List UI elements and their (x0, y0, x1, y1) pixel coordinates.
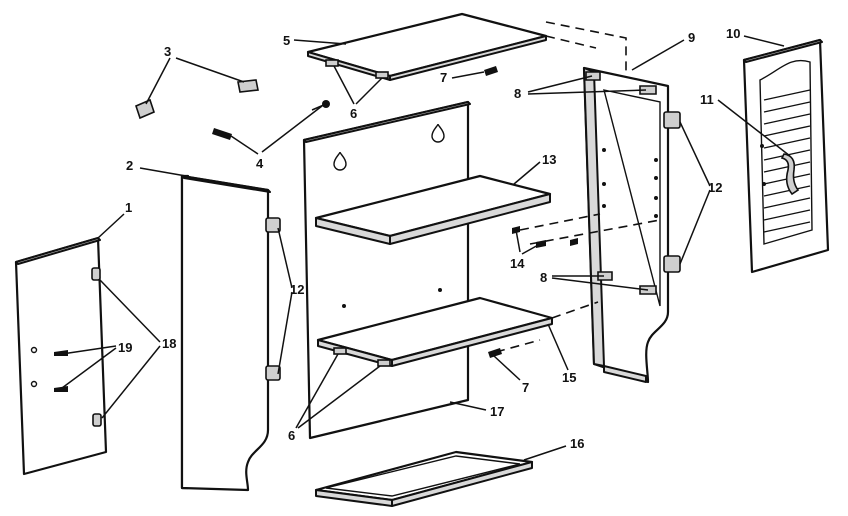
part-top-panel (306, 12, 548, 81)
guide-7b (495, 339, 541, 353)
callout-18: 18 (162, 336, 176, 351)
guide-14b (529, 219, 661, 245)
callout-3: 3 (164, 44, 171, 59)
callout-16: 16 (570, 436, 584, 451)
callout-15: 15 (562, 370, 576, 385)
callout-12-right: 12 (708, 180, 722, 195)
callout-5: 5 (283, 33, 290, 48)
top-panel-guide (545, 21, 627, 74)
part-knobs (135, 79, 259, 120)
callout-8-bottom: 8 (540, 270, 547, 285)
callout-9: 9 (688, 30, 695, 45)
callout-12-left: 12 (290, 282, 304, 297)
callout-14: 14 (510, 256, 525, 271)
callout-7-bottom: 7 (522, 380, 529, 395)
callout-6-bottom: 6 (288, 428, 295, 443)
callout-13: 13 (542, 152, 556, 167)
part-shelf-middle (314, 174, 552, 245)
callout-6-top: 6 (350, 106, 357, 121)
callout-2: 2 (126, 158, 133, 173)
part-side-right (582, 66, 681, 384)
callout-19: 19 (118, 340, 132, 355)
callout-11: 11 (700, 92, 714, 107)
callout-17: 17 (490, 404, 504, 419)
leader-lines (61, 35, 791, 461)
callout-1: 1 (125, 200, 132, 215)
callout-4: 4 (256, 156, 264, 171)
guide-14 (519, 213, 601, 231)
callout-10: 10 (726, 26, 740, 41)
callout-7-top: 7 (440, 70, 447, 85)
guide-15 (551, 301, 599, 319)
callout-8-top: 8 (514, 86, 521, 101)
callout-labels: 1 2 3 4 5 6 6 7 7 8 8 9 10 11 12 12 13 1… (118, 26, 740, 451)
part-shelf-lower (316, 296, 554, 367)
part-side-left (180, 174, 281, 492)
top-panel-guide-2 (545, 35, 597, 49)
part-back-panel (302, 100, 471, 440)
part-bottom-panel (314, 450, 534, 507)
part-door-louvered (742, 38, 830, 274)
part-screws-top (212, 100, 330, 140)
part-door-left (14, 236, 108, 476)
